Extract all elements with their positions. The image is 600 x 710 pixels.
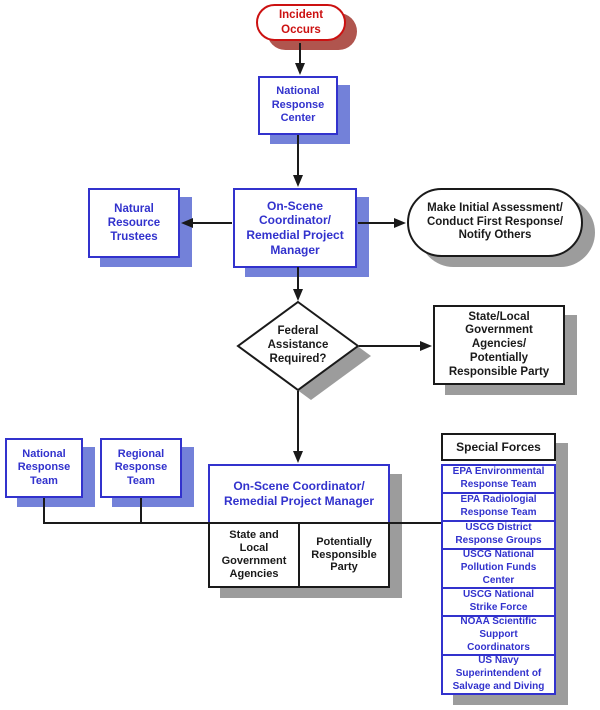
natural-resource-trustees-node: Natural Resource Trustees xyxy=(88,188,180,258)
incident-occurs-node: Incident Occurs xyxy=(256,4,346,41)
initial-assessment-node: Make Initial Assessment/ Conduct First R… xyxy=(407,188,583,257)
special-forces-item: NOAA Scientific Support Coordinators xyxy=(441,615,556,656)
osc-compound-node: On-Scene Coordinator/ Remedial Project M… xyxy=(208,464,390,588)
state-and-local-agencies-cell: State and Local Government Agencies xyxy=(208,522,300,588)
on-scene-coordinator-bottom-node: On-Scene Coordinator/ Remedial Project M… xyxy=(208,464,390,524)
federal-assistance-decision-label: Federal Assistance Required? xyxy=(267,325,329,365)
special-forces-item: USCG National Pollution Funds Center xyxy=(441,548,556,589)
national-response-center-node: National Response Center xyxy=(258,76,338,135)
special-forces-item: EPA Environmental Response Team xyxy=(441,464,556,494)
special-forces-item: US Navy Superintendent of Salvage and Di… xyxy=(441,654,556,695)
regional-response-team-node: Regional Response Team xyxy=(100,438,182,498)
state-local-government-node: State/Local Government Agencies/ Potenti… xyxy=(433,305,565,385)
special-forces-header: Special Forces xyxy=(441,433,556,461)
special-forces-item: EPA Radiologial Response Team xyxy=(441,492,556,522)
special-forces-column: Special Forces EPA Environmental Respons… xyxy=(441,433,556,695)
national-response-team-node: National Response Team xyxy=(5,438,83,498)
connector-nrt-to-osc2 xyxy=(43,498,208,524)
special-forces-item: USCG District Response Groups xyxy=(441,520,556,550)
special-forces-list: EPA Environmental Response Team EPA Radi… xyxy=(441,464,556,695)
special-forces-item: USCG National Strike Force xyxy=(441,587,556,617)
potentially-responsible-party-cell: Potentially Responsible Party xyxy=(298,522,390,588)
on-scene-coordinator-node: On-Scene Coordinator/ Remedial Project M… xyxy=(233,188,357,268)
